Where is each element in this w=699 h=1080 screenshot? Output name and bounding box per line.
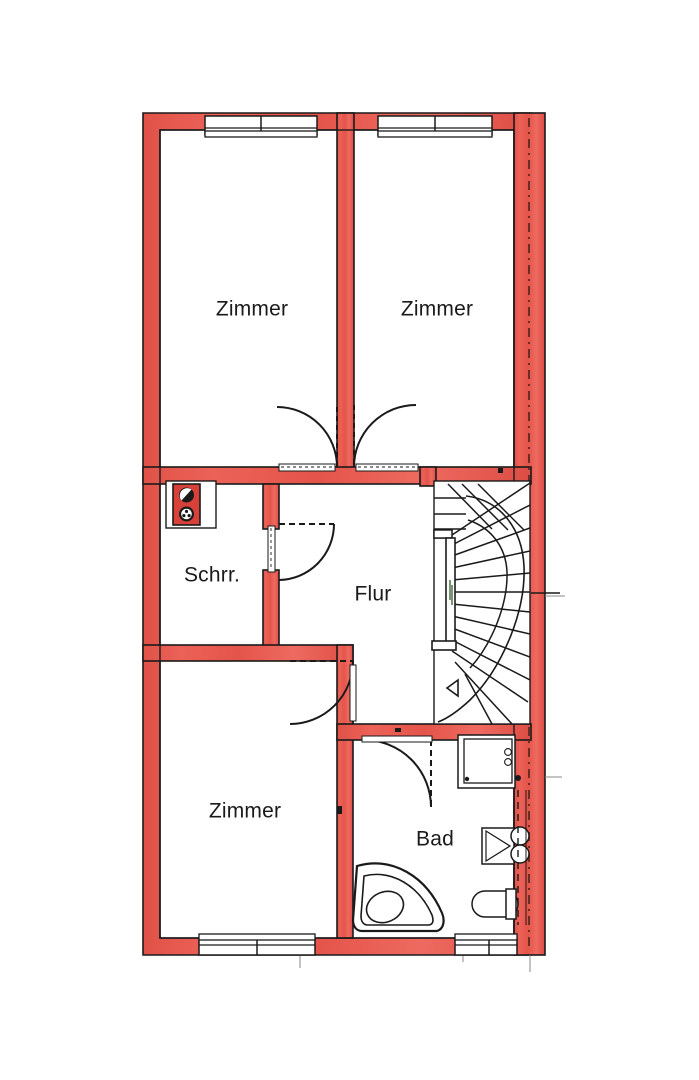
- room-label-zimmer-top-right: Zimmer: [401, 298, 473, 321]
- handrail-marks: [449, 580, 453, 605]
- window-top-left: [204, 115, 318, 138]
- room-label-schrr: Schrr.: [184, 564, 240, 587]
- wall-below-schrr: [142, 644, 354, 662]
- chimney-flue-symbol: [165, 480, 217, 529]
- winder-staircase: [431, 480, 531, 725]
- door-zimmer-bottom: [289, 660, 357, 725]
- room-label-flur: Flur: [355, 583, 392, 606]
- window-bottom-right: [454, 933, 518, 956]
- stair-direction-arrow: [445, 678, 459, 698]
- door-bad: [361, 735, 433, 808]
- room-label-bad: Bad: [416, 828, 454, 851]
- corner-bathtub: [351, 862, 445, 933]
- window-top-right: [377, 115, 493, 138]
- room-label-zimmer-bottom: Zimmer: [209, 800, 281, 823]
- shower-tray: [457, 734, 516, 789]
- partition-schrr-upper: [262, 483, 280, 530]
- door-schrr: [267, 523, 335, 581]
- shower-drain-point: [515, 775, 521, 781]
- window-bottom-left: [198, 933, 316, 956]
- door-zimmer-top-left: [276, 406, 338, 472]
- partition-upper-rooms: [336, 112, 355, 483]
- partition-schrr-lower: [262, 569, 280, 649]
- toilet-wc: [471, 888, 519, 920]
- room-label-zimmer-top-left: Zimmer: [216, 298, 288, 321]
- wall-accent-marks: [337, 468, 503, 814]
- door-zimmer-top-right: [353, 404, 419, 472]
- washbasin: [481, 826, 530, 865]
- wall-stair-top-stub: [419, 466, 437, 487]
